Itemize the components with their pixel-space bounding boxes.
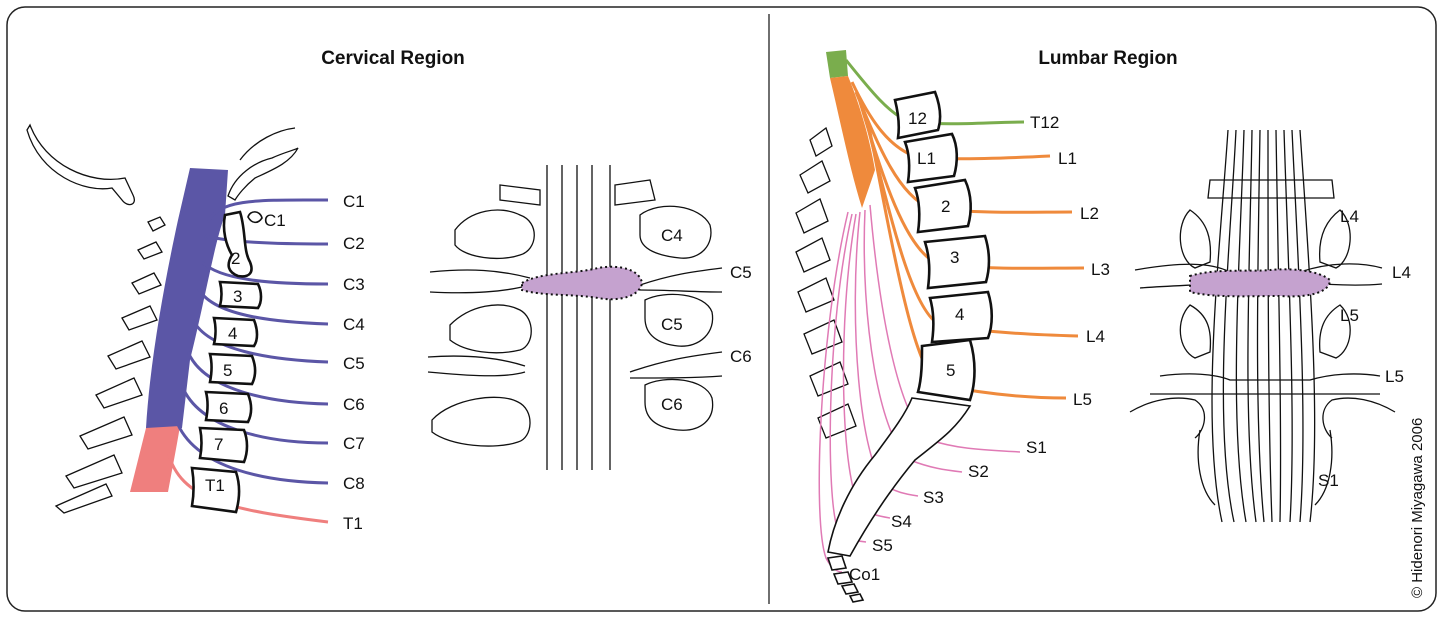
svg-text:C1: C1 [264,211,286,230]
cervical-nerve-labels: C1 C2 C3 C4 C5 C6 C7 C8 T1 [343,192,365,533]
svg-text:C4: C4 [661,226,683,245]
svg-text:S3: S3 [923,488,944,507]
svg-text:S1: S1 [1026,438,1047,457]
svg-text:12: 12 [908,109,927,128]
svg-text:C7: C7 [343,434,365,453]
svg-text:L3: L3 [1091,260,1110,279]
svg-text:5: 5 [223,361,232,380]
svg-text:L1: L1 [1058,149,1077,168]
vertebra-c5 [210,354,255,384]
svg-text:L1: L1 [917,149,936,168]
vertebra-c1-ring [248,212,262,223]
svg-text:S5: S5 [872,536,893,555]
svg-text:C5: C5 [730,263,752,282]
svg-text:6: 6 [219,399,228,418]
svg-text:C3: C3 [343,275,365,294]
svg-text:C1: C1 [343,192,365,211]
svg-text:L4: L4 [1086,327,1105,346]
svg-text:7: 7 [214,435,223,454]
svg-text:L5: L5 [1385,367,1404,386]
svg-text:L5: L5 [1073,390,1092,409]
svg-text:L4: L4 [1392,263,1411,282]
svg-text:4: 4 [228,324,237,343]
svg-text:L4: L4 [1340,207,1359,226]
svg-text:C4: C4 [343,315,365,334]
svg-text:C5: C5 [661,315,683,334]
svg-text:T1: T1 [205,476,225,495]
vertebra-c7 [200,428,247,462]
svg-text:3: 3 [950,248,959,267]
cervical-title: Cervical Region [321,48,465,69]
svg-text:T12: T12 [1030,113,1059,132]
svg-text:Co1: Co1 [849,565,880,584]
svg-text:C8: C8 [343,474,365,493]
svg-text:C2: C2 [343,234,365,253]
svg-text:S1: S1 [1318,471,1339,490]
svg-text:T1: T1 [343,514,363,533]
svg-text:C5: C5 [343,354,365,373]
svg-text:3: 3 [233,287,242,306]
svg-text:S4: S4 [891,512,912,531]
svg-text:S2: S2 [968,462,989,481]
lumbar-title: Lumbar Region [1038,48,1177,69]
svg-text:C6: C6 [661,395,683,414]
svg-text:L2: L2 [1080,204,1099,223]
svg-text:2: 2 [231,249,240,268]
svg-text:4: 4 [955,305,964,324]
copyright-text: © Hidenori Miyagawa 2006 [1409,418,1426,598]
svg-text:L5: L5 [1340,306,1359,325]
svg-text:C6: C6 [343,395,365,414]
svg-text:5: 5 [946,361,955,380]
svg-text:2: 2 [941,197,950,216]
svg-text:C6: C6 [730,347,752,366]
vertebra-c6 [206,392,251,422]
lumbar-stenosis-highlight [1190,269,1330,296]
